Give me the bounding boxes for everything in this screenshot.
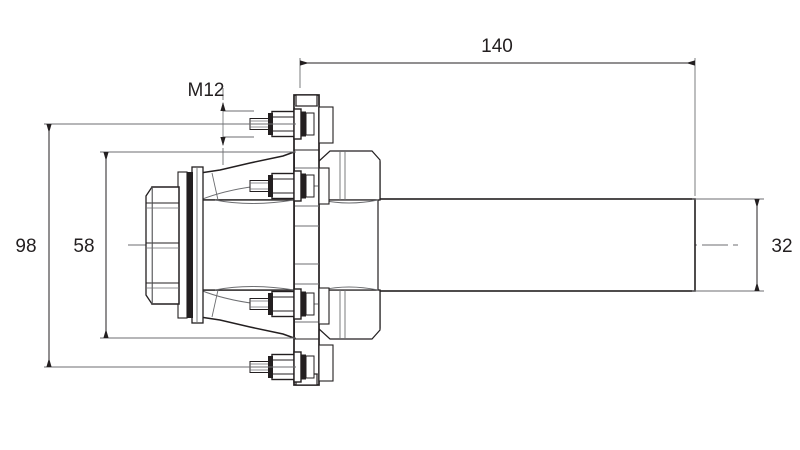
hub-cap-nut (145, 186, 180, 305)
dimension-98-label: 98 (15, 236, 36, 257)
dimension-32-label: 32 (771, 236, 792, 257)
dimension-m12-label: M12 (188, 80, 225, 101)
mounting-flange (293, 94, 334, 386)
dimension-58-label: 58 (73, 236, 94, 257)
hub-body (177, 150, 295, 340)
dimension-m12: M12 (188, 80, 254, 165)
dimension-32: 32 (692, 198, 793, 292)
dimension-140-label: 140 (481, 36, 513, 57)
dimension-58: 58 (73, 151, 296, 339)
axle-shaft (376, 198, 696, 292)
dimension-98: 98 (15, 123, 296, 368)
dimension-140: 140 (299, 36, 696, 196)
